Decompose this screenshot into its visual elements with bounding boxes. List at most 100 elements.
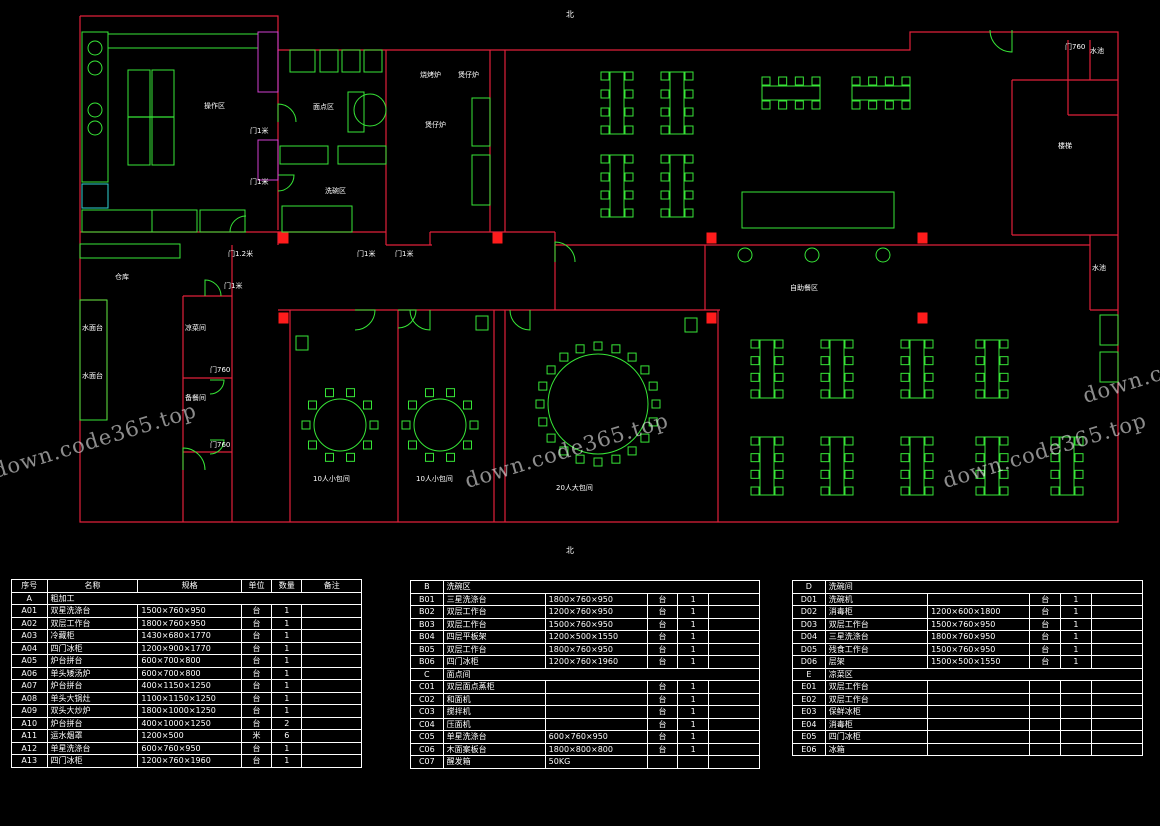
item-code: D05 [792, 642, 826, 656]
group-name: 洗碗间 [824, 580, 1144, 594]
chair [750, 436, 760, 446]
door-arc [354, 309, 376, 331]
chair [446, 388, 456, 398]
item-name: 消毒柜 [824, 717, 929, 731]
chair [750, 389, 760, 399]
burner-icon [87, 40, 103, 56]
chair [1050, 486, 1060, 496]
chair [1050, 436, 1060, 446]
item-spec [927, 592, 1031, 606]
item-note [707, 692, 761, 706]
item-qty: 1 [271, 654, 303, 668]
item-code: A09 [11, 704, 48, 718]
item-note [301, 716, 362, 730]
item-qty: 1 [677, 742, 709, 756]
room-label-storage: 仓库 [115, 272, 129, 281]
door-arc [409, 309, 431, 331]
chair [820, 356, 830, 366]
door-arc [209, 379, 225, 395]
item-spec: 1800×760×950 [544, 642, 648, 656]
item-code: A05 [11, 654, 48, 668]
chair [794, 76, 804, 86]
header-name: 名称 [46, 579, 139, 593]
stew-unit [471, 97, 491, 147]
chair [851, 100, 861, 110]
chair [901, 76, 911, 86]
item-name: 残食工作台 [824, 642, 929, 656]
chair [600, 89, 610, 99]
chair [1050, 469, 1060, 479]
chair [844, 372, 854, 382]
item-unit: 台 [646, 642, 679, 656]
item-spec: 50KG [544, 755, 648, 769]
item-note [301, 754, 362, 768]
item-code: C07 [410, 755, 444, 769]
item-name: 消毒柜 [824, 605, 929, 619]
chair [820, 436, 830, 446]
chair [884, 76, 894, 86]
item-note [707, 642, 761, 656]
toilet [684, 317, 698, 333]
chair [868, 100, 878, 110]
item-qty [1060, 730, 1092, 744]
item-spec: 1500×760×950 [927, 617, 1031, 631]
chair [424, 452, 434, 462]
item-qty: 1 [271, 754, 303, 768]
chair [346, 388, 356, 398]
group-name: 粗加工 [46, 591, 363, 605]
item-unit: 台 [646, 692, 679, 706]
item-note [1090, 655, 1144, 669]
room-label-water: 水池 [1090, 46, 1104, 55]
item-spec [544, 705, 648, 719]
room-label-door3: 门1米 [224, 281, 242, 290]
room-label-stairs: 楼梯 [1058, 141, 1072, 150]
item-unit: 台 [240, 629, 273, 643]
item-note [707, 755, 761, 769]
room-label-meal: 自助餐区 [790, 283, 818, 292]
chair [761, 76, 771, 86]
item-name: 冷藏柜 [46, 629, 139, 643]
item-spec: 1800×1000×1250 [137, 704, 242, 718]
chair [900, 453, 910, 463]
item-note [301, 641, 362, 655]
chair [844, 486, 854, 496]
item-unit: 台 [240, 654, 273, 668]
item-qty: 1 [677, 680, 709, 694]
item-unit: 台 [240, 741, 273, 755]
dining-table [609, 71, 625, 135]
item-code: A06 [11, 666, 48, 680]
chair [811, 76, 821, 86]
chair [538, 417, 548, 427]
item-spec: 1200×760×1960 [544, 655, 648, 669]
item-code: B02 [410, 605, 444, 619]
floor-plan: 操作区面点区烧烤炉煲仔炉煲仔炉自助餐区楼梯水池洗碗区凉菜间备餐间水面台水面台仓库… [79, 15, 1119, 523]
item-unit: 台 [240, 666, 273, 680]
item-note [707, 617, 761, 631]
item-qty: 1 [271, 741, 303, 755]
chair [660, 172, 670, 182]
item-unit: 台 [646, 730, 679, 744]
buffet-counter [741, 191, 895, 229]
chair [684, 154, 694, 164]
chair [463, 440, 473, 450]
north-label-top: 北 [566, 10, 574, 19]
item-unit: 台 [646, 592, 679, 606]
item-unit [646, 755, 679, 769]
pastry-unit [363, 49, 383, 73]
chair [750, 356, 760, 366]
item-name: 双层工作台 [442, 617, 546, 631]
counter [199, 209, 246, 233]
item-note [1090, 605, 1144, 619]
chair [559, 352, 569, 362]
item-note [1090, 742, 1144, 756]
item-qty: 1 [677, 630, 709, 644]
chair [999, 389, 1009, 399]
